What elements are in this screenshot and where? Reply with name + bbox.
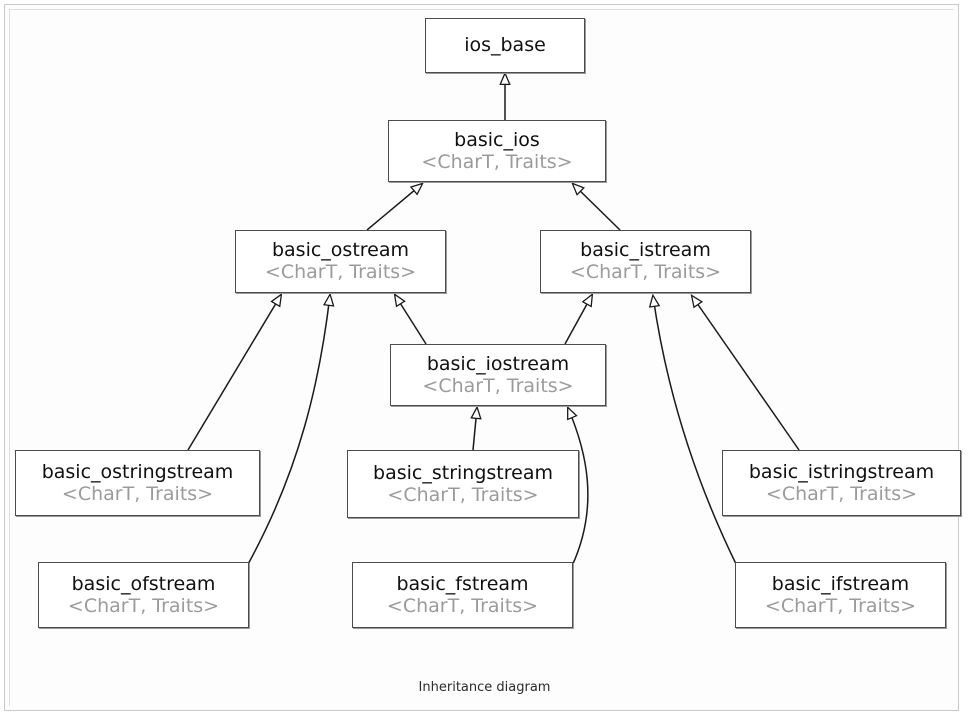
class-template-basic_ifstream: <CharT, Traits>	[764, 594, 917, 617]
class-name-basic_ifstream: basic_ifstream	[771, 572, 910, 595]
edge-basic_ifstream-to-basic_istream	[653, 296, 738, 567]
class-name-basic_ostringstream: basic_ostringstream	[41, 460, 234, 483]
edge-basic_iostream-to-basic_istream	[564, 295, 592, 345]
class-box-basic_ios[interactable]: basic_ios <CharT, Traits>	[388, 120, 606, 182]
class-box-basic_iostream[interactable]: basic_iostream <CharT, Traits>	[390, 344, 606, 406]
edge-basic_fstream-to-basic_iostream	[568, 408, 589, 567]
class-template-basic_istringstream: <CharT, Traits>	[765, 482, 918, 505]
class-box-basic_ostringstream[interactable]: basic_ostringstream <CharT, Traits>	[15, 450, 260, 516]
class-box-basic_ostream[interactable]: basic_ostream <CharT, Traits>	[235, 230, 446, 293]
class-template-basic_iostream: <CharT, Traits>	[422, 374, 574, 397]
class-name-basic_stringstream: basic_stringstream	[373, 461, 553, 484]
edge-basic_ostream-to-basic_ios	[366, 184, 422, 231]
class-box-basic_istream[interactable]: basic_istream <CharT, Traits>	[540, 230, 751, 293]
class-template-basic_ofstream: <CharT, Traits>	[67, 594, 220, 617]
edge-basic_istringstream-to-basic_istream	[692, 296, 800, 451]
class-template-basic_istream: <CharT, Traits>	[569, 261, 722, 283]
class-box-basic_istringstream[interactable]: basic_istringstream <CharT, Traits>	[722, 450, 961, 516]
class-name-basic_istream: basic_istream	[580, 239, 711, 262]
class-name-basic_iostream: basic_iostream	[426, 352, 570, 375]
class-template-basic_fstream: <CharT, Traits>	[386, 594, 539, 617]
class-box-ios_base[interactable]: ios_base	[425, 18, 585, 73]
class-name-basic_fstream: basic_fstream	[396, 572, 529, 595]
class-template-basic_stringstream: <CharT, Traits>	[387, 483, 539, 506]
class-name-basic_ostream: basic_ostream	[271, 239, 410, 262]
class-template-basic_ios: <CharT, Traits>	[421, 150, 573, 173]
class-name-basic_ofstream: basic_ofstream	[71, 572, 216, 595]
class-template-basic_ostream: <CharT, Traits>	[264, 261, 417, 283]
diagram-caption: Inheritance diagram	[418, 680, 551, 695]
edge-basic_stringstream-to-basic_iostream	[473, 408, 477, 451]
edge-basic_iostream-to-basic_ostream	[395, 295, 427, 345]
class-name-basic_istringstream: basic_istringstream	[748, 460, 935, 483]
edge-basic_ostringstream-to-basic_ostream	[187, 295, 281, 451]
class-box-basic_ifstream[interactable]: basic_ifstream <CharT, Traits>	[735, 562, 946, 628]
edge-basic_istream-to-basic_ios	[573, 184, 621, 231]
edge-basic_ofstream-to-basic_ostream	[246, 295, 330, 567]
class-name-ios_base: ios_base	[464, 34, 546, 57]
class-template-basic_ostringstream: <CharT, Traits>	[61, 482, 214, 505]
class-box-basic_fstream[interactable]: basic_fstream <CharT, Traits>	[352, 562, 573, 628]
class-name-basic_ios: basic_ios	[454, 128, 540, 151]
class-box-basic_ofstream[interactable]: basic_ofstream <CharT, Traits>	[38, 562, 249, 628]
class-box-basic_stringstream[interactable]: basic_stringstream <CharT, Traits>	[347, 450, 579, 518]
